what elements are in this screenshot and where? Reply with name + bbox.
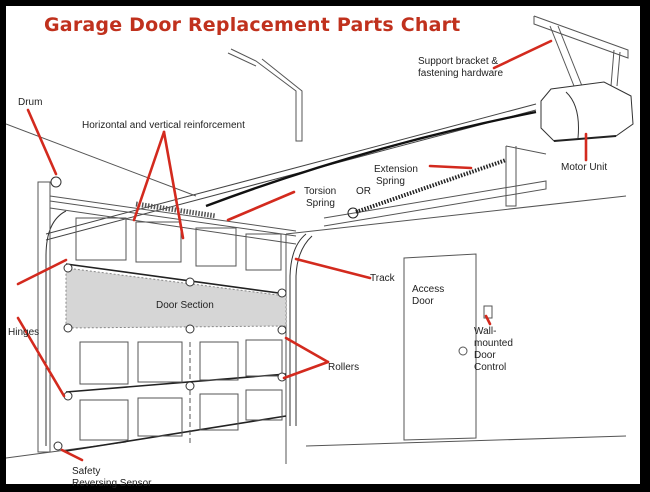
label-or: OR — [356, 186, 371, 197]
label-track: Track — [370, 273, 395, 284]
label-wall-control-line2: mounted — [474, 338, 513, 349]
label-torsion-spring-line1: Torsion — [304, 186, 337, 197]
track-drawing — [45, 210, 313, 446]
label-torsion-spring: Torsion Spring — [304, 186, 336, 210]
label-rollers: Rollers — [328, 362, 360, 373]
label-support-bracket: Support bracket & fastening hardware — [418, 56, 503, 80]
label-support-bracket-line2: fastening hardware — [418, 68, 504, 79]
leader-safety-sensor — [60, 448, 84, 462]
floor-line-right — [305, 435, 627, 447]
extension-spring-drawing — [347, 158, 507, 219]
motor-unit-drawing — [540, 81, 634, 142]
label-access-door: Access Door — [412, 284, 444, 308]
label-motor-unit: Motor Unit — [561, 162, 608, 173]
leader-lines — [16, 39, 588, 462]
label-extension-spring-line1: Extension — [374, 164, 418, 175]
label-access-door-line2: Door — [412, 296, 434, 307]
label-support-bracket-line1: Support bracket & — [418, 56, 499, 67]
label-safety-sensor-line2: Reversing Sensor — [72, 478, 152, 489]
label-drum: Drum — [18, 97, 43, 108]
door-panels — [65, 217, 287, 452]
support-bracket-drawing — [533, 15, 629, 87]
garage-illustration — [6, 15, 634, 464]
door-section-highlight — [65, 267, 287, 329]
label-safety-sensor-line1: Safety — [72, 466, 101, 477]
leader-reinforcement-a — [132, 130, 166, 222]
label-door-section: Door Section — [156, 300, 214, 311]
door-frame — [37, 181, 297, 453]
leader-torsion-spring — [226, 190, 296, 222]
label-access-door-line1: Access — [412, 284, 445, 295]
ceiling-bracket — [227, 48, 303, 142]
access-door-drawing — [403, 253, 477, 441]
label-wall-control-line3: Door — [474, 350, 496, 361]
label-torsion-spring-line2: Spring — [306, 198, 335, 209]
label-wall-control-line4: Control — [474, 362, 507, 373]
label-extension-spring: Extension Spring — [374, 164, 418, 188]
rear-hanger — [323, 145, 547, 227]
leader-rollers-a — [284, 336, 330, 364]
label-wall-control: Wall- mounted Door Control — [474, 326, 513, 374]
label-hinges: Hinges — [8, 327, 40, 338]
leader-drum — [26, 108, 58, 176]
leader-wall-control — [484, 314, 492, 326]
label-extension-spring-line2: Spring — [376, 176, 405, 187]
leader-hinges-a — [16, 258, 68, 286]
label-wall-control-line1: Wall- — [474, 326, 497, 337]
leader-support-bracket — [492, 39, 553, 70]
hinge-markers — [50, 176, 287, 451]
leader-rollers-b — [282, 360, 330, 380]
leader-hinges-b — [16, 316, 66, 398]
diagram-canvas: Garage Door Replacement Parts Chart Supp… — [6, 6, 640, 489]
leader-track — [294, 257, 372, 280]
page-title: Garage Door Replacement Parts Chart — [44, 14, 461, 36]
leader-reinforcement-b — [162, 130, 185, 240]
torsion-spring-coil — [135, 201, 217, 219]
leader-extension-spring — [428, 164, 473, 170]
label-safety-sensor: Safety Reversing Sensor — [72, 466, 151, 490]
ceiling-line-left — [6, 123, 197, 197]
back-wall-top — [285, 195, 627, 235]
label-reinforcement: Horizontal and vertical reinforcement — [82, 120, 245, 131]
